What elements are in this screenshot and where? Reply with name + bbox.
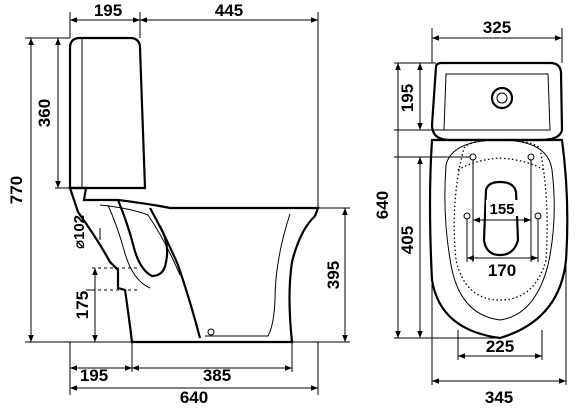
cistern-outline — [68, 36, 147, 190]
dim-155: 155 — [489, 201, 514, 218]
dim-395: 395 — [324, 261, 343, 289]
dim-445-top: 445 — [215, 1, 243, 20]
cistern-top-outline — [430, 61, 564, 142]
dim-385: 385 — [203, 366, 231, 385]
dim-175: 175 — [73, 291, 92, 319]
flush-button-icon — [490, 86, 514, 110]
dim-770: 770 — [7, 176, 26, 204]
dim-225: 225 — [486, 337, 514, 356]
dim-345: 345 — [485, 388, 513, 407]
dim-405: 405 — [398, 226, 417, 254]
dim-195-top-view: 195 — [398, 84, 417, 112]
bowl-outline — [68, 186, 320, 344]
dim-360: 360 — [35, 99, 54, 127]
dim-640-bottom: 640 — [180, 388, 208, 407]
dim-195-bottom: 195 — [80, 366, 108, 385]
dim-170: 170 — [488, 261, 516, 280]
dim-195-top: 195 — [94, 1, 122, 20]
dim-325: 325 — [483, 18, 511, 37]
dim-640-top-view: 640 — [373, 191, 392, 219]
side-view: 195 445 360 770 ⌀102 175 395 195 385 640 — [7, 1, 350, 407]
dim-outlet-diameter: ⌀102 — [71, 215, 88, 249]
bowl-top-outline — [428, 138, 569, 340]
top-view: 325 195 640 405 155 170 225 345 — [373, 18, 569, 407]
